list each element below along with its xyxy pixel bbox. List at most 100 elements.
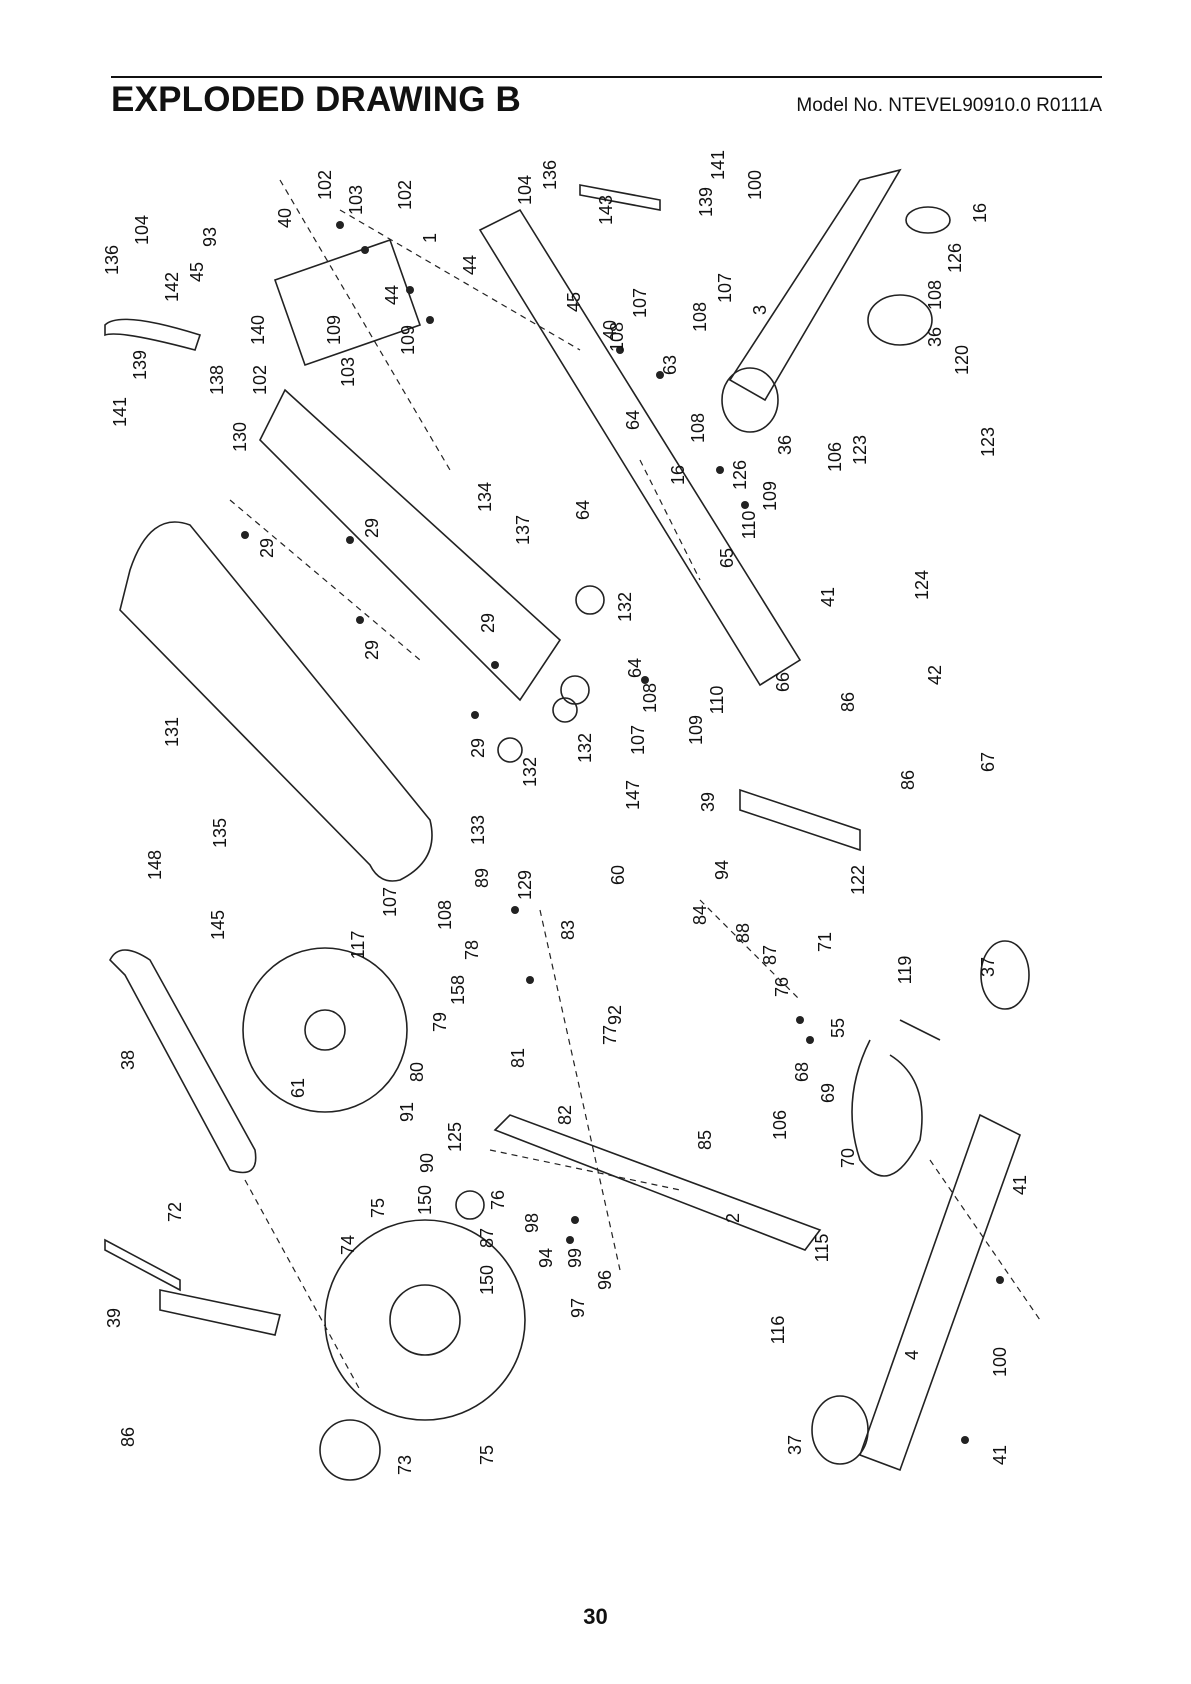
part-callout: 104 [515, 174, 535, 206]
part-callout: 133 [468, 814, 488, 846]
page-title: EXPLODED DRAWING B [111, 80, 522, 119]
part-callout: 38 [118, 1049, 138, 1071]
part-callout: 73 [395, 1454, 415, 1476]
part-callout: 2 [723, 1212, 743, 1224]
part-callout: 150 [415, 1184, 435, 1216]
part-callout: 132 [520, 756, 540, 788]
part-callout: 137 [513, 514, 533, 546]
part-callout: 94 [536, 1247, 556, 1269]
part-callout: 97 [568, 1297, 588, 1319]
part-callout: 100 [990, 1346, 1010, 1378]
part-callout: 107 [630, 287, 650, 319]
part-callout: 107 [380, 886, 400, 918]
part-callout: 106 [825, 441, 845, 473]
part-callout: 75 [477, 1444, 497, 1466]
part-callout: 120 [952, 344, 972, 376]
part-callout: 66 [773, 671, 793, 693]
part-callout: 102 [250, 364, 270, 396]
part-callout: 80 [407, 1061, 427, 1083]
part-callout: 79 [430, 1011, 450, 1033]
part-callout: 83 [558, 919, 578, 941]
part-callout: 41 [990, 1444, 1010, 1466]
part-callout: 108 [925, 279, 945, 311]
part-callout: 85 [695, 1129, 715, 1151]
part-callout: 45 [564, 291, 584, 313]
part-callout: 99 [565, 1247, 585, 1269]
part-callout: 64 [623, 409, 643, 431]
part-callout: 119 [895, 955, 915, 985]
part-callout: 42 [925, 664, 945, 686]
part-callout: 64 [573, 499, 593, 521]
part-callout: 107 [628, 724, 648, 756]
part-callout: 29 [478, 612, 498, 634]
part-callout: 145 [208, 909, 228, 941]
part-callout: 39 [698, 791, 718, 813]
part-callout: 88 [733, 922, 753, 944]
part-callout: 126 [730, 459, 750, 491]
part-callout: 67 [978, 751, 998, 773]
part-callout: 141 [708, 149, 728, 181]
part-callout: 106 [770, 1109, 790, 1141]
part-callout: 78 [462, 939, 482, 961]
part-callout: 86 [838, 691, 858, 713]
part-callout: 4 [902, 1349, 922, 1361]
part-callout: 37 [978, 956, 998, 978]
crank-arms [104, 184, 861, 1336]
part-callout: 29 [257, 537, 277, 559]
part-callout: 117 [348, 930, 368, 960]
part-callout: 37 [785, 1434, 805, 1456]
part-callout: 36 [925, 326, 945, 348]
shroud-panel [119, 388, 562, 882]
part-callout: 87 [477, 1227, 497, 1249]
pulley-gears [455, 585, 605, 1220]
part-callout: 139 [696, 186, 716, 218]
part-callout: 98 [522, 1212, 542, 1234]
part-callout: 141 [110, 396, 130, 428]
part-callout: 61 [288, 1077, 308, 1099]
part-callout: 29 [362, 517, 382, 539]
part-callout: 72 [165, 1201, 185, 1223]
part-callout: 96 [595, 1269, 615, 1291]
part-callout: 39 [104, 1307, 124, 1329]
fasteners [241, 221, 1004, 1444]
part-callout: 41 [818, 586, 838, 608]
part-callout: 29 [362, 639, 382, 661]
part-callout: 60 [608, 864, 628, 886]
part-callout: 75 [368, 1197, 388, 1219]
end-caps [721, 206, 1030, 1465]
part-callout: 65 [717, 547, 737, 569]
part-callout: 140 [248, 314, 268, 346]
part-callout: 110 [707, 685, 727, 715]
part-callout: 107 [715, 272, 735, 304]
part-callout: 116 [768, 1315, 788, 1345]
part-callout: 76 [488, 1189, 508, 1211]
power-cord [851, 1019, 941, 1177]
part-callout: 136 [540, 159, 560, 191]
part-callout: 76 [772, 976, 792, 998]
part-callout: 125 [445, 1121, 465, 1153]
part-callout: 1 [420, 232, 440, 244]
part-callout: 16 [668, 464, 688, 486]
part-callout: 109 [686, 714, 706, 746]
part-callout: 69 [818, 1082, 838, 1104]
part-callout: 109 [760, 480, 780, 512]
part-callout: 138 [207, 364, 227, 396]
part-callout: 89 [472, 867, 492, 889]
part-callout: 135 [210, 817, 230, 849]
part-callout: 104 [132, 214, 152, 246]
page-number: 30 [583, 1604, 608, 1629]
part-callout: 136 [102, 244, 122, 276]
part-callout: 158 [448, 974, 468, 1006]
part-callout: 126 [945, 242, 965, 274]
part-callout: 108 [607, 321, 627, 353]
part-callout: 103 [338, 356, 358, 388]
part-callout: 40 [275, 207, 295, 229]
part-callout: 68 [792, 1061, 812, 1083]
part-callout: 108 [688, 412, 708, 444]
part-callout: 130 [230, 421, 250, 453]
part-callout: 63 [660, 354, 680, 376]
part-callout: 84 [690, 904, 710, 926]
frame-tubes [273, 168, 1021, 1472]
part-callout: 86 [898, 769, 918, 791]
part-callout: 124 [912, 569, 932, 601]
